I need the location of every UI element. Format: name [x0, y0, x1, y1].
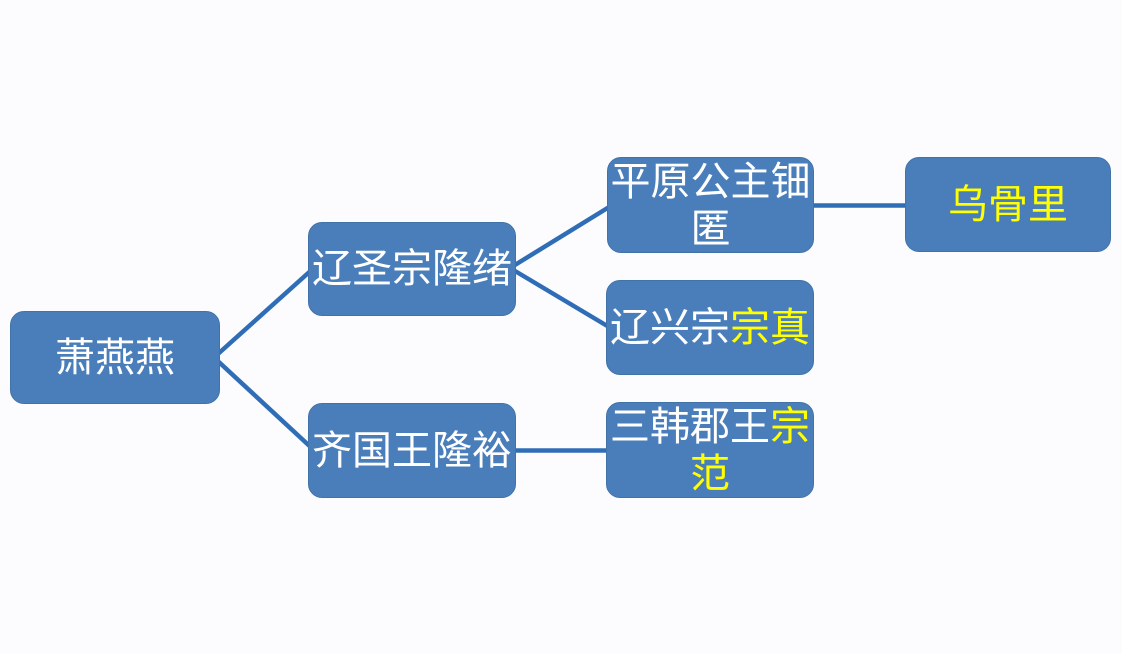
node-pingyuan-gongzhu-dianni: 平原公主钿匿 — [607, 157, 814, 253]
node-label: 辽兴宗宗真 — [610, 304, 810, 350]
connector-xiaoyanyan-shengzong — [211, 263, 319, 360]
node-wuguli: 乌骨里 — [905, 157, 1111, 252]
node-sanhan-junwang-zongfan: 三韩郡王宗范 — [606, 402, 814, 498]
node-liao-xingzong-zongzhen: 辽兴宗宗真 — [606, 280, 814, 375]
node-liao-shengzong-longxu: 辽圣宗隆绪 — [308, 222, 516, 316]
connector-shengzong-pingyuan — [507, 201, 617, 271]
node-label: 乌骨里 — [948, 181, 1068, 228]
node-label: 三韩郡王宗范 — [610, 403, 810, 496]
connector-xiaoyanyan-qiguowang — [211, 355, 319, 455]
node-label: 辽圣宗隆绪 — [312, 246, 512, 292]
node-label-highlight: 宗真 — [730, 304, 810, 350]
node-label-highlight: 宗范 — [690, 403, 810, 496]
node-label: 萧燕燕 — [55, 334, 175, 380]
node-label: 平原公主钿匿 — [610, 158, 811, 251]
node-qi-guo-wang-longyu: 齐国王隆裕 — [308, 403, 516, 498]
node-label: 齐国王隆裕 — [312, 427, 512, 473]
node-label-highlight: 乌骨里 — [948, 181, 1068, 227]
connector-shengzong-xingzong — [507, 265, 617, 333]
node-xiao-yanyan: 萧燕燕 — [10, 311, 220, 404]
